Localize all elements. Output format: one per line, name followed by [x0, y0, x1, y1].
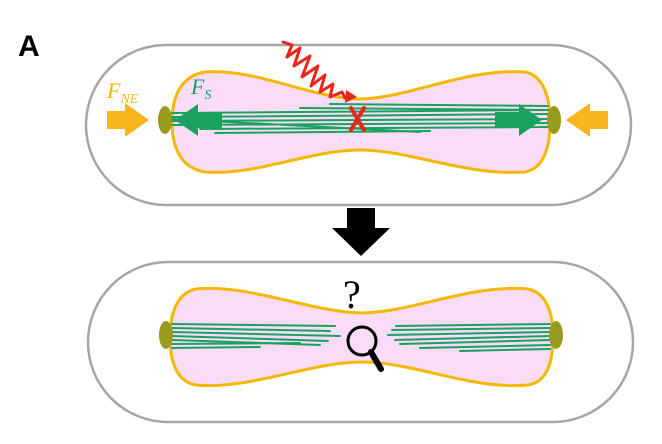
spindle-microtubules-right-bottom [387, 323, 551, 352]
question-mark: ? [343, 272, 361, 317]
x-cut-icon [349, 106, 366, 132]
force-ne-arrow-left [107, 103, 149, 137]
force-s-arrow-left [175, 104, 222, 136]
spindle-microtubules-left-bottom [171, 323, 341, 349]
spindle-pole-body-right-top [547, 106, 561, 134]
spindle-pole-body-left-bottom [159, 321, 173, 349]
spindle-pole-body-right-bottom [549, 321, 563, 349]
force-ne-label: FNE [106, 78, 139, 107]
force-s-arrow-right [495, 104, 542, 136]
top-panel: FNE FS [84, 40, 633, 207]
magnifying-glass-icon [346, 325, 384, 372]
laser-arrowhead-icon [345, 90, 357, 103]
force-s-label: FS [190, 74, 211, 103]
down-arrow-icon [332, 208, 390, 256]
laser-wave-icon [281, 40, 354, 100]
force-ne-arrow-right [566, 103, 608, 137]
nucleus-bottom [168, 286, 555, 388]
bottom-panel: ? [86, 260, 635, 424]
panel-label: A [18, 30, 40, 63]
spindle-pole-body-left-top [158, 106, 172, 134]
